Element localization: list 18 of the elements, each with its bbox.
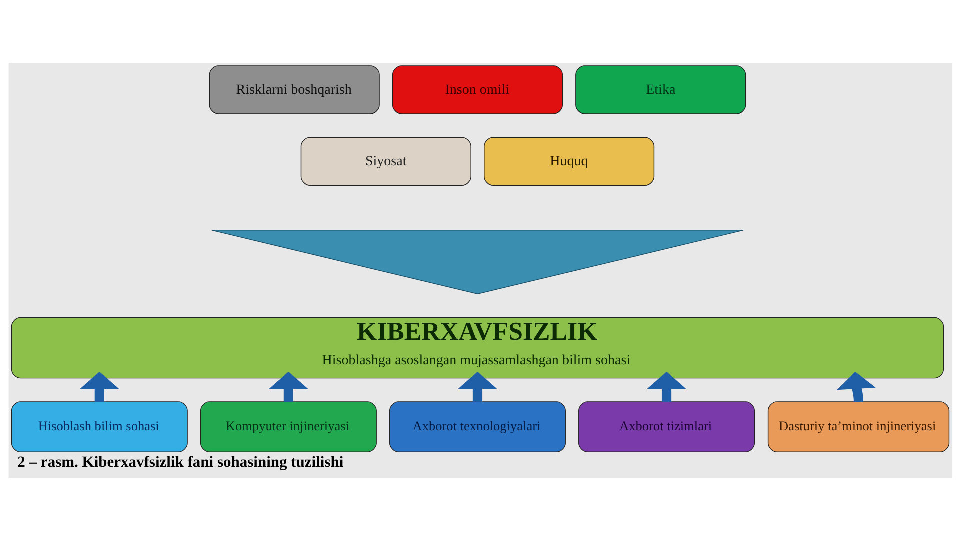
node-triangle [212, 230, 744, 294]
arrow [647, 371, 686, 402]
node-box: Inson omili [392, 65, 564, 114]
node-box: Siyosat [300, 136, 472, 186]
arrow [269, 371, 308, 402]
node-box: Dasturiy ta’minot injineriyasi [768, 401, 950, 452]
node-box: Axborot texnologiyalari [389, 401, 566, 452]
node-box: Axborot tizimlari [578, 401, 756, 452]
node-box: Hisoblash bilim sohasi [11, 401, 188, 452]
arrow [837, 371, 876, 402]
arrow [80, 371, 120, 402]
node-box: Huquq [484, 136, 655, 186]
node-box: Etika [576, 65, 746, 114]
node-box: Kompyuter injineriyasi [200, 401, 377, 452]
arrow [458, 371, 498, 402]
node-box: Risklarni boshqarish [209, 65, 380, 114]
node-box: KIBERXAVFSIZLIK Hisoblashga asoslangan mujassamlashgan bilim sohasi [11, 316, 944, 378]
caption: 2 – rasm. Kiberxavfsizlik fani sohasining tuzilishi [18, 453, 344, 470]
